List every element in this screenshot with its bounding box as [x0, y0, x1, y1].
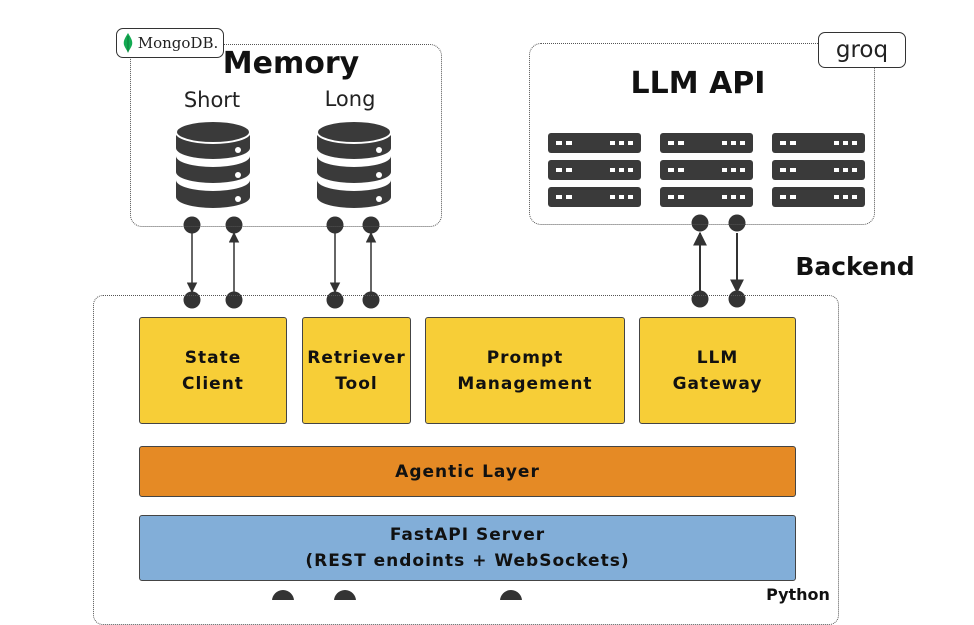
short-term-database-icon [175, 120, 251, 208]
long-label: Long [324, 87, 376, 111]
long-term-database-icon [316, 120, 392, 208]
agentic-layer-box: Agentic Layer [139, 446, 796, 497]
short-label: Short [183, 88, 241, 112]
retriever-tool-box: Retriever Tool [302, 317, 411, 424]
server-icon [772, 133, 865, 207]
server-icon [548, 133, 641, 207]
llm-api-title: LLM API [630, 66, 766, 101]
server-icon [660, 133, 753, 207]
llm-api-group [529, 43, 875, 225]
memory-group [130, 44, 442, 227]
groq-label: groq [835, 37, 889, 63]
llm-gateway-box: LLM Gateway [639, 317, 796, 424]
mongodb-badge: MongoDB. [116, 28, 224, 58]
backend-title: Backend [795, 252, 915, 281]
python-label: Python [766, 585, 830, 604]
memory-title: Memory [222, 46, 360, 81]
prompt-management-box: Prompt Management [425, 317, 625, 424]
fastapi-server-box: FastAPI Server (REST endoints + WebSocke… [139, 515, 796, 581]
mongodb-label: MongoDB. [137, 34, 219, 52]
groq-badge: groq [818, 32, 906, 68]
state-client-box: State Client [139, 317, 287, 424]
server-rack-icons [548, 133, 865, 207]
mongodb-leaf-icon [123, 33, 132, 53]
